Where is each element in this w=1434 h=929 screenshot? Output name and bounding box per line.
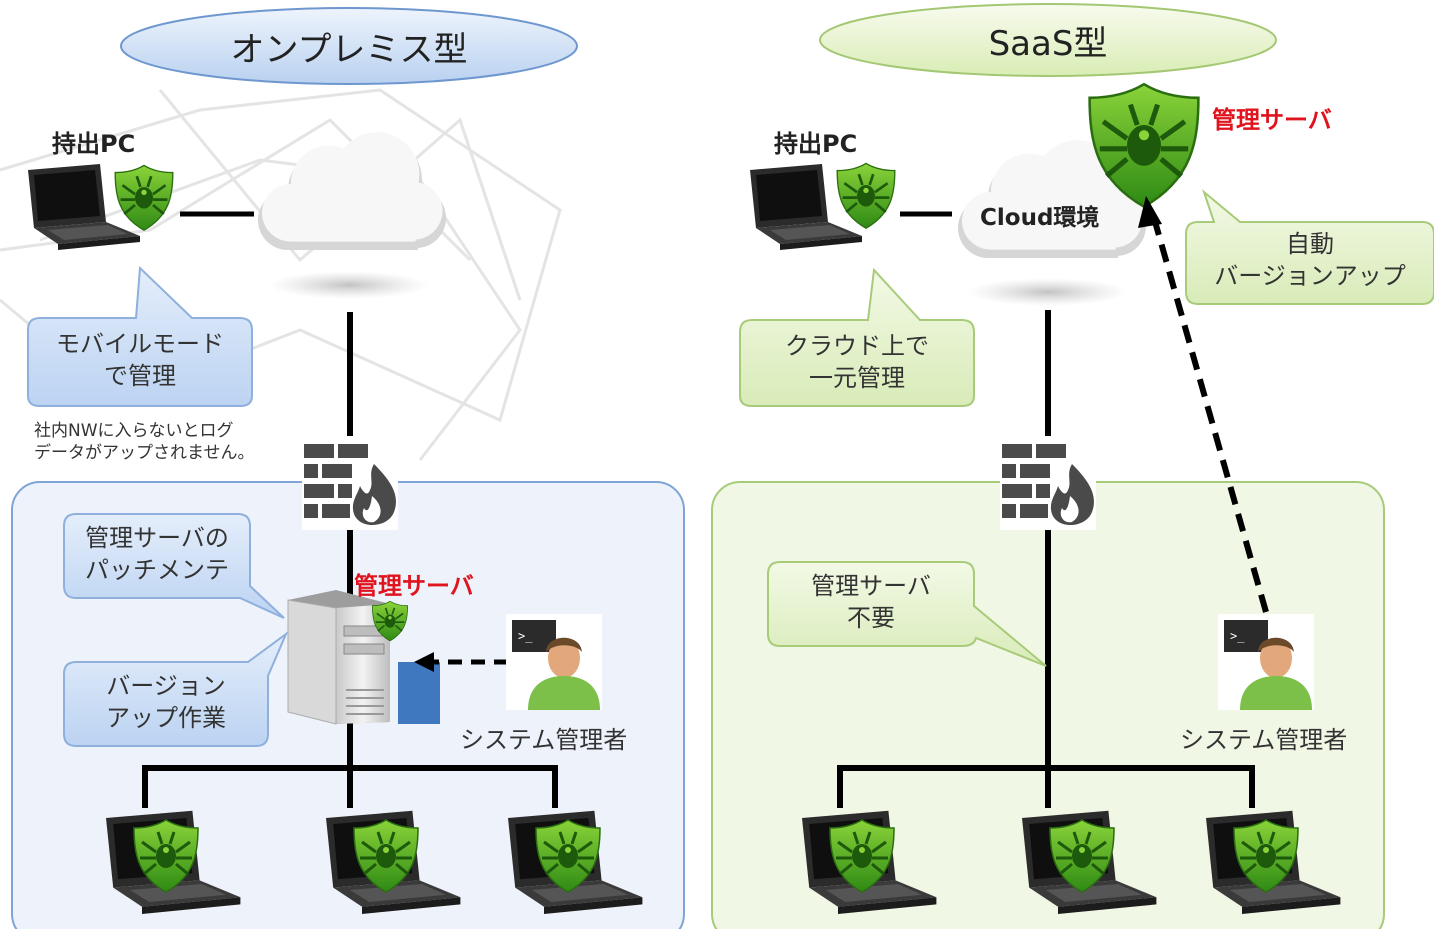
admin-to-cloud-arrow bbox=[1151, 217, 1269, 613]
cloud-shadow bbox=[968, 278, 1128, 306]
callout-cloud-text-2: 一元管理 bbox=[809, 364, 905, 392]
saas-title: SaaS型 bbox=[988, 24, 1108, 64]
note-line-2: データがアップされません。 bbox=[34, 443, 255, 463]
callout-noserver-text-2: 不要 bbox=[847, 604, 895, 632]
callout-auto-version-up bbox=[1185, 188, 1434, 305]
arrow-head bbox=[1138, 196, 1162, 228]
callout-auto-text-2: バージョンアップ bbox=[1214, 262, 1406, 290]
lan-branches bbox=[142, 765, 558, 808]
admin-icon bbox=[1218, 614, 1314, 710]
firewall-icon bbox=[1000, 438, 1096, 530]
onprem-mobile-pc-label: 持出PC bbox=[52, 130, 136, 158]
note-line-1: 社内NWに入らないとログ bbox=[34, 421, 234, 441]
callout-patch-text-2: パッチメンテ bbox=[85, 556, 229, 584]
firewall-icon bbox=[302, 438, 398, 530]
saas-title-ellipse bbox=[819, 3, 1277, 77]
cloud-icon bbox=[258, 132, 446, 250]
onprem-title-ellipse bbox=[120, 7, 578, 85]
cloud-label: Cloud環境 bbox=[980, 205, 1100, 231]
callout-mobile-text-1: モバイルモード bbox=[56, 330, 224, 358]
callout-mobile-text-2: で管理 bbox=[104, 362, 176, 390]
onprem-server-label: 管理サーバ bbox=[354, 572, 474, 600]
server-icon bbox=[287, 590, 390, 725]
callout-patch bbox=[63, 513, 285, 619]
arrow-head bbox=[414, 652, 434, 672]
admin-icon bbox=[506, 614, 602, 710]
lan-branches bbox=[837, 765, 1255, 808]
callout-version-text-2: アップ作業 bbox=[106, 704, 226, 732]
cloud-shadow bbox=[269, 271, 429, 299]
onprem-admin-label: システム管理者 bbox=[460, 726, 628, 754]
callout-version-up bbox=[63, 631, 289, 747]
saas-server-label: 管理サーバ bbox=[1212, 106, 1332, 134]
callout-cloud-text-1: クラウド上で bbox=[785, 332, 929, 360]
saas-admin-label: システム管理者 bbox=[1180, 726, 1348, 754]
callout-mobile-mode bbox=[27, 265, 253, 407]
callout-cloud-management bbox=[739, 267, 975, 407]
callout-noserver-text-1: 管理サーバ bbox=[811, 572, 931, 600]
shield-icon bbox=[835, 162, 897, 230]
onprem-title: オンプレミス型 bbox=[230, 30, 468, 70]
document-icon bbox=[398, 662, 440, 724]
callout-patch-text-1: 管理サーバの bbox=[85, 524, 229, 552]
callout-version-text-1: バージョン bbox=[106, 672, 226, 700]
saas-mobile-pc-label: 持出PC bbox=[774, 130, 858, 158]
callout-auto-text-1: 自動 bbox=[1286, 230, 1334, 258]
callout-no-server bbox=[767, 561, 1047, 667]
